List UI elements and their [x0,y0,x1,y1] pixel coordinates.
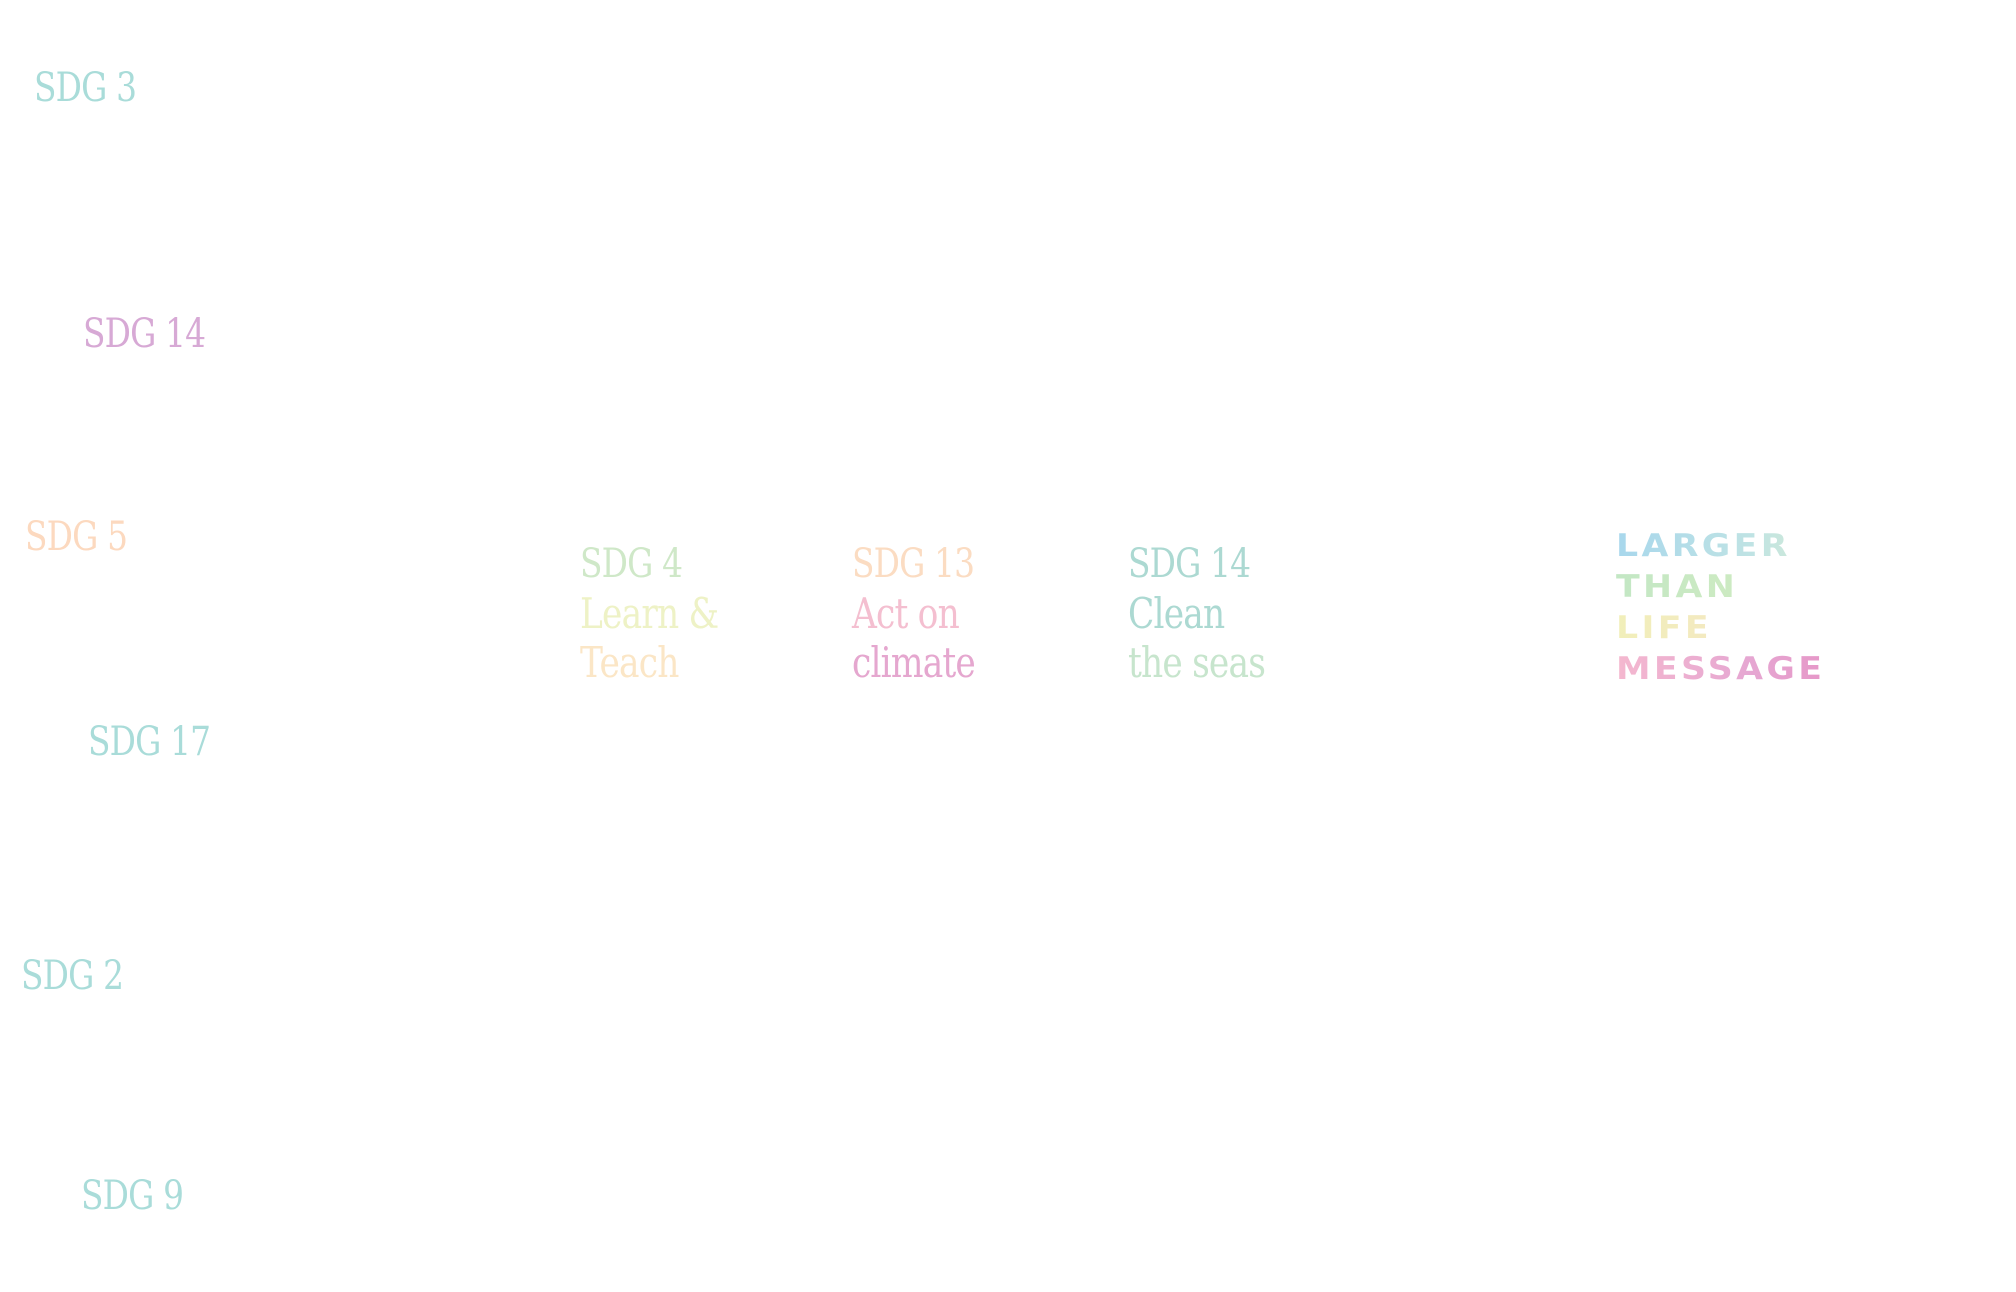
sdg-card-act-on-climate: SDG 13 Act on climate [852,540,976,687]
side-label-sdg-5: SDG 5 [25,514,128,560]
card-line-1: Clean [1128,589,1225,638]
message-line-larger: LARGER [1616,526,1885,567]
card-line-2: the seas [1128,638,1266,687]
card-line-1: Act on [852,589,960,638]
side-label-sdg-2: SDG 2 [21,953,124,999]
sdg-card-clean-the-seas: SDG 14 Clean the seas [1128,540,1266,687]
message-line-message: MESSAGE [1616,649,1885,690]
side-label-sdg-3: SDG 3 [34,65,137,111]
card-title: SDG 14 [1128,541,1251,587]
message-line-life: LIFE [1616,608,1885,649]
side-label-sdg-14: SDG 14 [83,311,206,357]
card-title: SDG 13 [852,541,975,587]
card-title: SDG 4 [580,541,683,587]
larger-than-life-message: LARGER THAN LIFE MESSAGE [1616,526,1856,690]
side-label-sdg-9: SDG 9 [81,1173,184,1219]
card-line-2: climate [852,638,976,687]
card-line-1: Learn & [580,589,719,638]
message-line-than: THAN [1616,567,1885,608]
sdg-card-learn-teach: SDG 4 Learn & Teach [580,540,719,687]
side-label-sdg-17: SDG 17 [88,719,211,765]
card-line-2: Teach [580,638,679,687]
